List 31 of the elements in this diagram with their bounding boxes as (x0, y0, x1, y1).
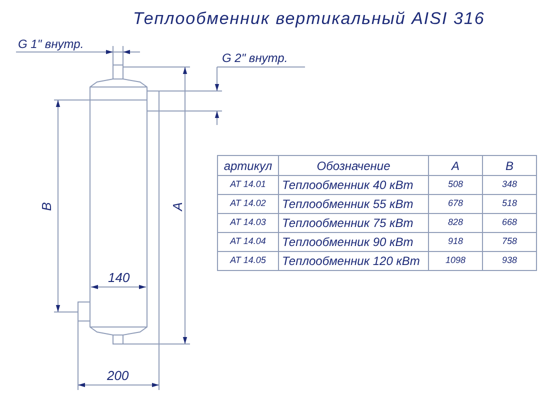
dimension-value: 918 (428, 232, 482, 251)
dimension-value: 518 (482, 194, 536, 213)
product-name: Теплообменник 120 кВт (278, 251, 428, 270)
product-name: Теплообменник 55 кВт (278, 194, 428, 213)
column-header: B (482, 156, 536, 175)
article-number: AT 14.05 (218, 251, 278, 270)
dimension-value: 938 (482, 251, 536, 270)
product-name: Теплообменник 90 кВт (278, 232, 428, 251)
dimension-label: A (170, 202, 184, 211)
column-header: артикул (222, 158, 274, 174)
column-header: Обозначение (278, 156, 428, 175)
article-number: AT 14.02 (218, 194, 278, 213)
dimension-label: 200 (107, 369, 129, 382)
dimension-value: 828 (428, 213, 482, 232)
drawing-title: Теплообменник вертикальный AISI 316 (133, 10, 485, 27)
dimension-value: 668 (482, 213, 536, 232)
dimension-value: 1098 (428, 251, 482, 270)
article-number: AT 14.03 (218, 213, 278, 232)
product-name: Теплообменник 75 кВт (278, 213, 428, 232)
column-header: A (428, 156, 482, 175)
thread-label: G 2" внутр. (222, 52, 288, 64)
dimension-label: B (40, 202, 53, 211)
thread-label: G 1" внутр. (18, 38, 84, 50)
product-name: Теплообменник 40 кВт (278, 175, 428, 194)
article-number: AT 14.01 (218, 175, 278, 194)
dimension-value: 758 (482, 232, 536, 251)
dimension-label: 140 (108, 271, 130, 284)
dimension-value: 348 (482, 175, 536, 194)
article-number: AT 14.04 (218, 232, 278, 251)
dimension-value: 508 (428, 175, 482, 194)
dimension-value: 678 (428, 194, 482, 213)
